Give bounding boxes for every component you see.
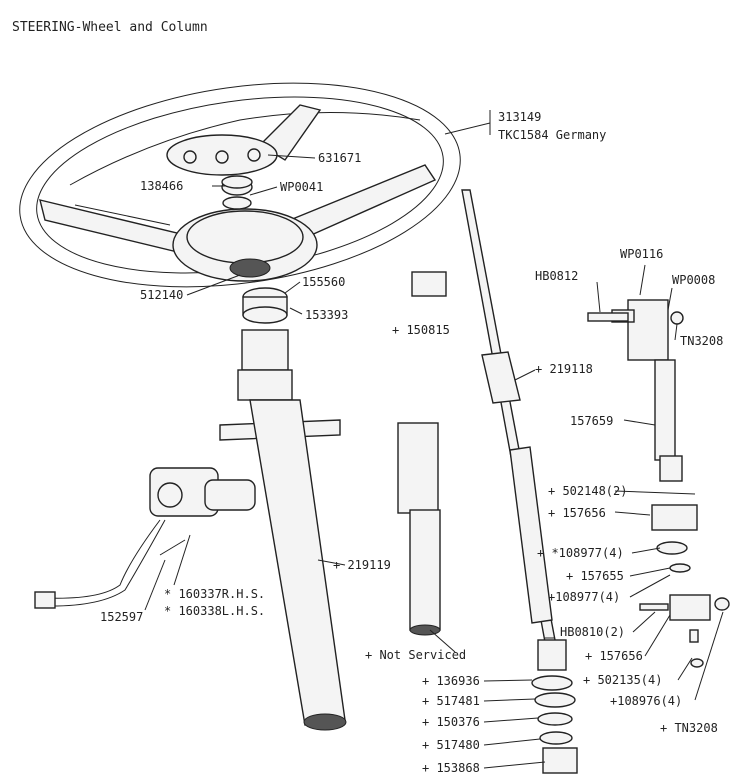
label-313149: 313149 [498, 110, 541, 124]
label-160337: * 160337R.H.S. [164, 587, 265, 601]
bottom-bushing-stack [531, 675, 578, 774]
label-150815: + 150815 [392, 323, 450, 337]
lower-universal-joint [639, 504, 730, 668]
label-108976: +108976(4) [610, 694, 682, 708]
label-108977-b: +108977(4) [548, 590, 620, 604]
label-160338: * 160338L.H.S. [164, 604, 265, 618]
inner-shaft [461, 189, 567, 671]
label-153868: + 153868 [422, 761, 480, 775]
label-502135: + 502135(4) [583, 673, 662, 687]
not-serviced-tube [397, 422, 441, 636]
label-138466: 138466 [140, 179, 183, 193]
label-502148: + 502148(2) [548, 484, 627, 498]
label-517481: + 517481 [422, 694, 480, 708]
label-157659: 157659 [570, 414, 613, 428]
label-219118: + 219118 [535, 362, 593, 376]
label-157655: + 157655 [566, 569, 624, 583]
outer-column [219, 329, 347, 731]
label-hb0812: HB0812 [535, 269, 578, 283]
label-153393: 153393 [305, 308, 348, 322]
label-219119: + 219119 [333, 558, 391, 572]
label-wp0008: WP0008 [672, 273, 715, 287]
ignition-switch [34, 467, 256, 609]
label-108977-a: + *108977(4) [537, 546, 624, 560]
label-not-serviced: + Not Serviced [365, 648, 466, 662]
label-152597: 152597 [100, 610, 143, 624]
label-tkc1584: TKC1584 Germany [498, 128, 606, 142]
label-tn3208-b: + TN3208 [660, 721, 718, 735]
part-labels: 313149 TKC1584 Germany 631671 138466 WP0… [100, 110, 723, 775]
label-157656-b: + 157656 [585, 649, 643, 663]
label-155560: 155560 [302, 275, 345, 289]
label-631671: 631671 [318, 151, 361, 165]
steering-wheel [19, 82, 461, 288]
label-hb0810: HB0810(2) [560, 625, 625, 639]
bushing-150815 [411, 271, 447, 297]
diagram-title: STEERING-Wheel and Column [12, 20, 208, 35]
leader-lines [144, 110, 724, 769]
upper-universal-joint [587, 299, 684, 482]
label-wp0116: WP0116 [620, 247, 663, 261]
label-512140: 512140 [140, 288, 183, 302]
label-tn3208-a: TN3208 [680, 334, 723, 348]
label-517480: + 517480 [422, 738, 480, 752]
label-wp0041: WP0041 [280, 180, 323, 194]
label-136936: + 136936 [422, 674, 480, 688]
label-150376: + 150376 [422, 715, 480, 729]
hub-small-parts [221, 175, 288, 324]
label-157656-a: + 157656 [548, 506, 606, 520]
